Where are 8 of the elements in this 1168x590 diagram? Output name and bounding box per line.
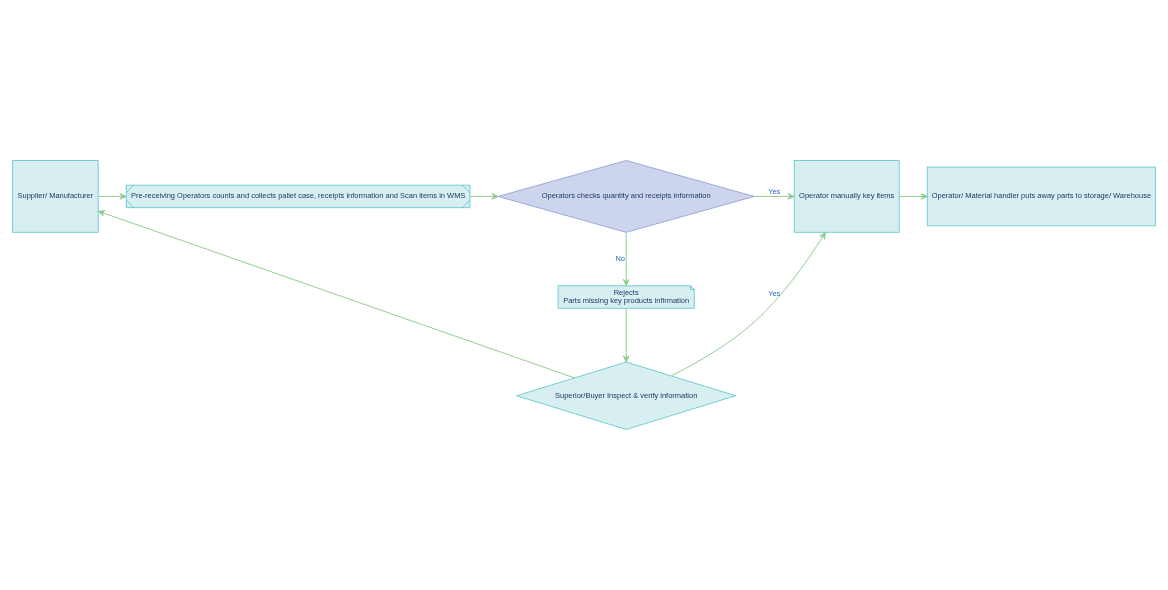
arrow (97, 193, 127, 200)
arrow (469, 193, 499, 200)
arrow (622, 307, 630, 363)
arrow (753, 193, 795, 200)
arrow (898, 193, 928, 200)
arrow (670, 232, 826, 377)
arrow (622, 232, 630, 287)
arrow (97, 210, 575, 379)
